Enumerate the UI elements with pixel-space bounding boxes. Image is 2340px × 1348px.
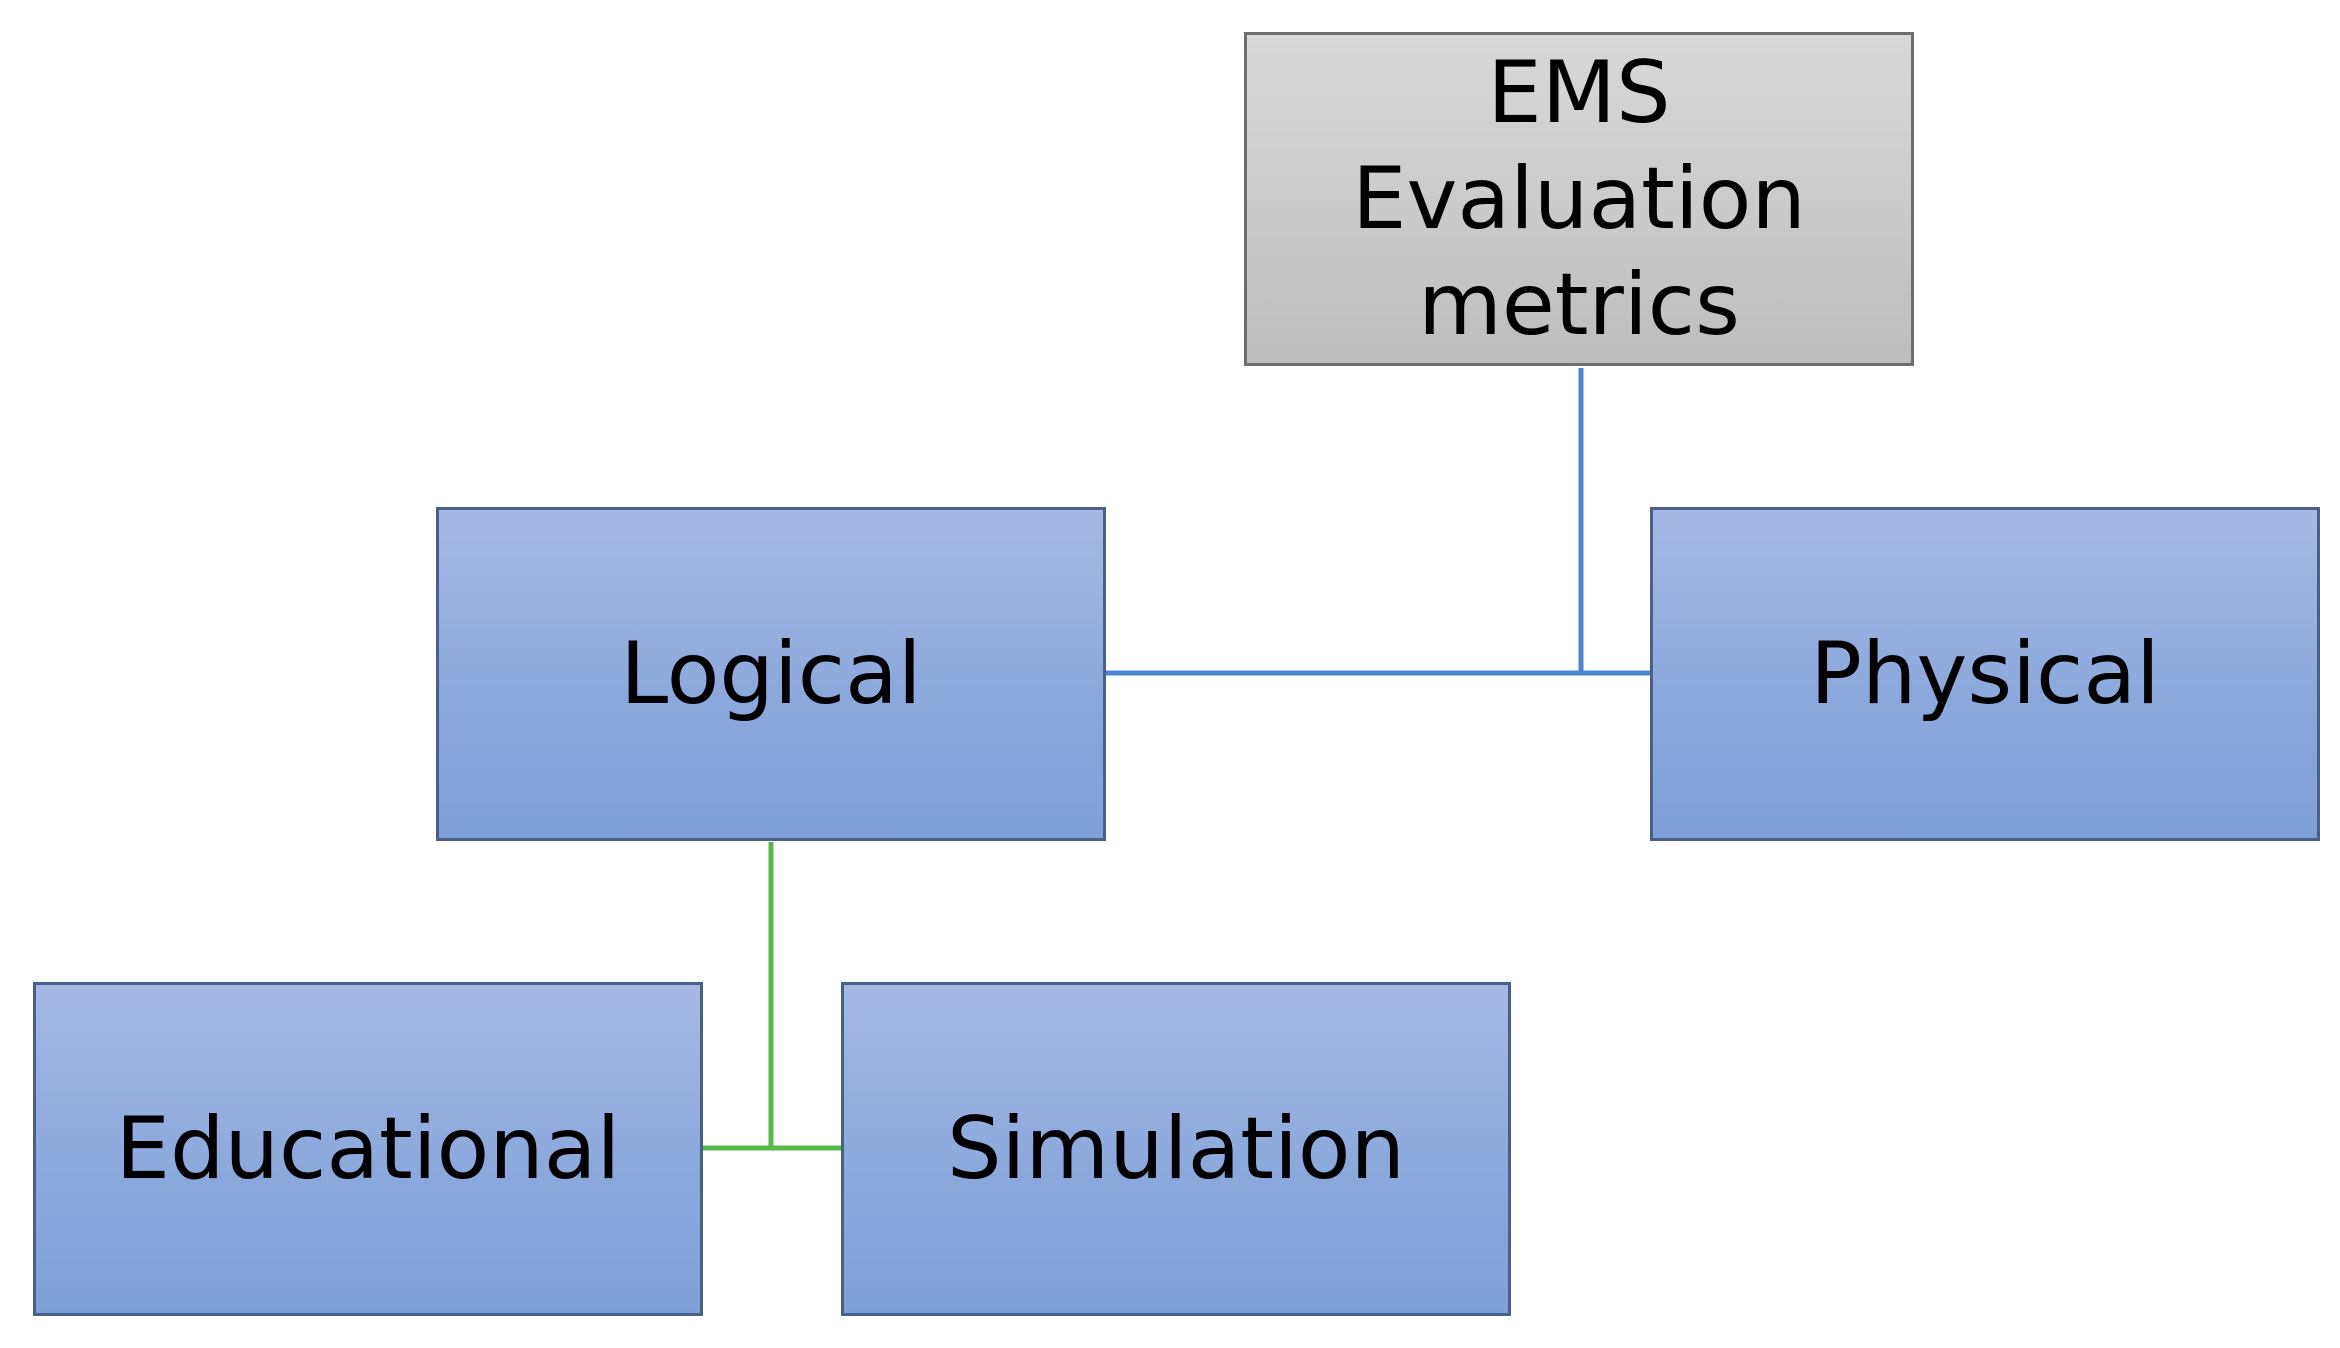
- node-ems-evaluation-metrics: EMS Evaluation metrics: [1244, 32, 1914, 366]
- node-logical: Logical: [436, 507, 1106, 841]
- node-educational: Educational: [33, 982, 703, 1316]
- node-physical-label: Physical: [1810, 624, 2160, 724]
- node-physical: Physical: [1650, 507, 2320, 841]
- node-simulation-label: Simulation: [946, 1099, 1406, 1199]
- node-logical-label: Logical: [620, 624, 922, 724]
- node-simulation: Simulation: [841, 982, 1511, 1316]
- node-ems-evaluation-metrics-label: EMS Evaluation metrics: [1352, 43, 1806, 355]
- node-educational-label: Educational: [115, 1099, 621, 1199]
